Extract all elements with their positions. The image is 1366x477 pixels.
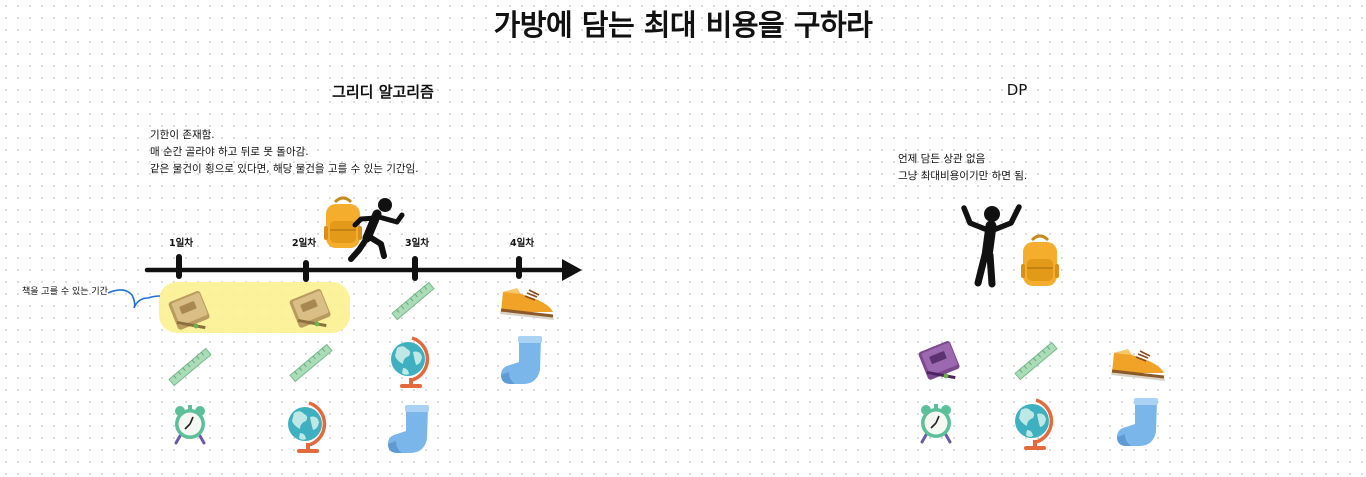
sneaker-icon (498, 286, 556, 322)
ruler-icon (1014, 342, 1058, 380)
timeline-arrow (144, 254, 582, 282)
greedy-desc-line: 같은 물건이 횡으로 있다면, 해당 물건을 고를 수 있는 기간임. (150, 163, 419, 175)
globe-icon (286, 401, 327, 455)
pointer-curve (107, 289, 161, 309)
dp-heading: DP (1006, 81, 1028, 99)
backpack-icon (1019, 234, 1061, 288)
page-title: 가방에 담는 최대 비용을 구하라 (493, 8, 873, 42)
running-person-icon (348, 198, 405, 262)
day-label-1: 1일차 (169, 238, 194, 249)
greedy-desc-line: 기한이 존재함. (150, 129, 215, 141)
greedy-heading: 그리디 알고리즘 (332, 83, 434, 101)
greedy-description: 기한이 존재함. 매 순간 골라야 하고 뒤로 못 돌아감. 같은 물건이 횡으… (150, 127, 419, 178)
book-icon (916, 338, 962, 384)
ruler-icon (168, 348, 212, 386)
sneaker-icon (1109, 347, 1167, 383)
globe-icon (1013, 398, 1054, 452)
day-label-3: 3일차 (405, 238, 430, 249)
sock-icon (501, 336, 542, 384)
book-period-label: 책을 고를 수 있는 기간 (22, 287, 108, 297)
dp-description: 언제 담든 상관 없음 그냥 최대비용이기만 하면 됨. (898, 151, 1027, 185)
greedy-desc-line: 매 순간 골라야 하고 뒤로 못 돌아감. (150, 146, 309, 158)
ruler-icon (391, 282, 435, 320)
globe-icon (389, 336, 430, 390)
day-label-4: 4일차 (510, 238, 535, 249)
sock-icon (388, 405, 429, 453)
sock-icon (1117, 398, 1158, 446)
alarm-clock-icon (919, 402, 953, 444)
day-label-2: 2일차 (292, 238, 317, 249)
ruler-icon (289, 344, 333, 382)
cheering-person-icon (961, 204, 1022, 288)
dp-desc-line: 언제 담든 상관 없음 (898, 153, 986, 165)
alarm-clock-icon (173, 403, 207, 445)
dp-desc-line: 그냥 최대비용이기만 하면 됨. (898, 170, 1028, 182)
